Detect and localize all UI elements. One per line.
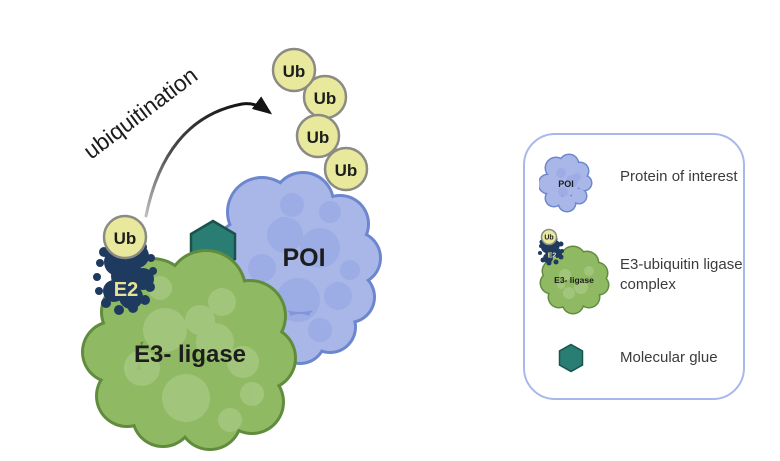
ubiquitination-arrow bbox=[144, 96, 273, 218]
legend-ub-label: Ub bbox=[544, 235, 553, 242]
e3-ligase-blob: E3- ligase bbox=[81, 249, 297, 451]
legend-poi-label: POI bbox=[558, 179, 574, 189]
poi-label: POI bbox=[282, 244, 325, 272]
ub-label: Ub bbox=[335, 161, 358, 180]
ubiquitin-3: Ub bbox=[295, 113, 341, 159]
legend-item-molecular-glue: Molecular glue bbox=[620, 349, 718, 366]
ubiquitination-label: ubiquitination bbox=[78, 62, 202, 164]
legend-e3-label: E3- ligase bbox=[554, 275, 594, 285]
e3-blob-bumps bbox=[124, 276, 264, 432]
e3-ligase-label: E3- ligase bbox=[134, 341, 246, 368]
molecular-glue-icon bbox=[558, 343, 584, 373]
ub-label: Ub bbox=[283, 62, 306, 81]
legend-item-protein-of-interest: Protein of interest bbox=[620, 168, 738, 185]
ub-label: Ub bbox=[314, 89, 337, 108]
ubiquitin-4: Ub bbox=[323, 146, 369, 192]
poi-blob-icon: POI bbox=[539, 153, 593, 213]
legend-e2-label: E2 bbox=[548, 253, 557, 260]
e2-label: E2 bbox=[114, 279, 138, 301]
ubiquitin-on-e2: Ub bbox=[102, 214, 148, 260]
legend-box: POI Protein of interest bbox=[523, 133, 745, 400]
ub-label: Ub bbox=[307, 128, 330, 147]
ubiquitin-chain: Ub Ub Ub Ub bbox=[271, 47, 369, 192]
ubiquitin-1: Ub bbox=[271, 47, 317, 93]
ub-label: Ub bbox=[114, 229, 137, 248]
e3-complex-icon: E2 Ub E3- ligase bbox=[538, 228, 610, 315]
poi-blob-bumps bbox=[248, 193, 360, 342]
legend-item-e3-ubiquitin-ligase-complex: E3-ubiquitin ligase complex bbox=[620, 256, 743, 293]
legend-ub-circle bbox=[540, 228, 558, 246]
